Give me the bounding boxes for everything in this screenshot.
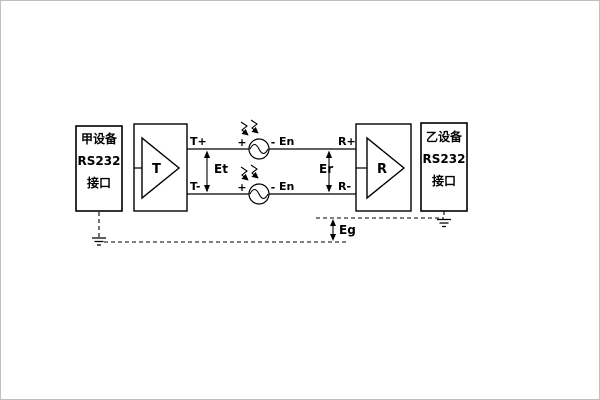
ground-right <box>437 211 451 228</box>
device-a-name: 甲设备 <box>81 131 118 146</box>
ground-symbol-icon <box>92 237 106 246</box>
noise-top-plus: + <box>237 136 246 149</box>
device-b: 乙设备 RS232 接口 <box>420 122 468 212</box>
eg-voltage-arrow: Eg <box>330 219 356 241</box>
device-a-port: 接口 <box>87 175 111 190</box>
label-t-minus: T- <box>190 180 200 193</box>
label-eg: Eg <box>339 223 356 237</box>
et-arrowhead-up-icon <box>204 150 210 158</box>
interference-zigzag-icon <box>250 164 259 179</box>
ground-symbol-icon <box>437 218 451 228</box>
interference-zigzag-icon <box>240 166 249 181</box>
er-arrowhead-down-icon <box>326 185 332 193</box>
device-a-interface: RS232 <box>78 154 121 168</box>
er-voltage-arrow: Er <box>319 150 333 193</box>
sine-wave-icon <box>249 188 269 200</box>
noise-top-minus: - <box>271 136 276 149</box>
label-r-plus: R+ <box>338 135 356 148</box>
device-b-port: 接口 <box>432 173 456 188</box>
receiver-label: R <box>377 162 387 177</box>
eg-arrowhead-up-icon <box>330 219 336 226</box>
label-en-top: En <box>279 135 294 148</box>
transmitter-label: T <box>152 162 161 177</box>
er-arrowhead-up-icon <box>326 150 332 158</box>
interference-zigzag-icon <box>250 119 259 134</box>
noise-bottom-plus: + <box>237 181 246 194</box>
sine-wave-icon <box>249 143 269 155</box>
label-et: Et <box>214 162 228 176</box>
ground-left <box>92 212 106 246</box>
noise-source-top: + - En <box>237 119 294 160</box>
interference-zigzag-icon <box>240 121 249 136</box>
device-b-box <box>420 122 468 212</box>
transmitter-triangle-icon <box>141 136 181 200</box>
label-en-bottom: En <box>279 180 294 193</box>
label-r-minus: R- <box>338 180 351 193</box>
noise-bottom-minus: - <box>271 181 276 194</box>
eg-arrowhead-down-icon <box>330 234 336 241</box>
label-er: Er <box>319 162 333 176</box>
device-b-interface: RS232 <box>423 152 466 166</box>
et-voltage-arrow: Et <box>204 150 228 193</box>
receiver-triangle-icon <box>366 136 406 200</box>
et-arrowhead-down-icon <box>204 185 210 193</box>
device-a-box <box>75 125 123 212</box>
device-b-name: 乙设备 <box>426 129 463 144</box>
device-a: 甲设备 RS232 接口 <box>75 125 123 212</box>
receiver: R <box>355 123 412 212</box>
noise-source-bottom: + - En <box>237 164 294 205</box>
transmitter: T <box>133 123 188 212</box>
label-t-plus: T+ <box>190 135 207 148</box>
